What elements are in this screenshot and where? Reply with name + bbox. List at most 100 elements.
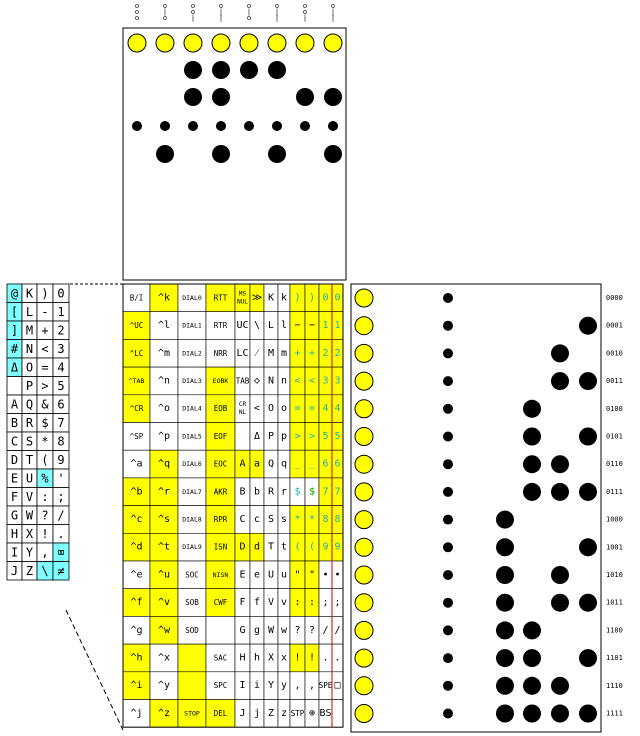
- code-table-label: SOC: [185, 570, 199, 579]
- side-table-char: Y: [26, 545, 34, 559]
- code-table-cell: [149, 560, 179, 590]
- code-table-cell: [149, 588, 179, 617]
- side-table-char: 9: [57, 453, 64, 467]
- code-table-label: ⊕: [309, 708, 315, 719]
- code-table-label: ^UC: [130, 321, 144, 330]
- code-table-label: DIAL0: [182, 294, 202, 302]
- code-table-label: ): [294, 292, 300, 303]
- sprocket-hole: [443, 293, 453, 303]
- punch-hole: [579, 538, 597, 557]
- punch-hole: [579, 316, 597, 335]
- side-table-char: <: [41, 342, 48, 356]
- code-table-label: P: [268, 431, 274, 442]
- code-table-cell: [205, 532, 236, 562]
- code-table-label: ^CR: [130, 404, 144, 413]
- code-table-cell: [122, 449, 151, 479]
- column-code-mark: o: [219, 2, 223, 10]
- code-table-cell: [122, 477, 151, 506]
- punch-hole: [551, 676, 569, 695]
- code-table-label: ^r: [158, 486, 170, 497]
- code-table-label: O: [268, 403, 274, 414]
- code-table-label: 0: [334, 292, 340, 303]
- code-table-label: ^w: [158, 625, 171, 636]
- side-table-char: 0: [57, 286, 64, 300]
- code-table-label: >: [309, 431, 315, 442]
- code-table-cell: [205, 560, 236, 590]
- code-table-label: ": [294, 569, 300, 580]
- punch-hole: [579, 704, 597, 723]
- code-table-cell: [177, 422, 207, 451]
- side-table-char: T: [26, 453, 33, 467]
- code-table-label: UC: [236, 320, 248, 331]
- code-table-label: ^p: [158, 431, 170, 442]
- code-table-label: ^g: [130, 625, 142, 636]
- code-table-label: g: [254, 625, 260, 636]
- punch-hole: [212, 145, 230, 163]
- side-table-char: 5: [57, 379, 64, 393]
- side-table-char: Δ: [11, 360, 19, 374]
- code-table-label: _: [309, 459, 316, 470]
- side-table-char: O: [26, 360, 33, 374]
- sprocket-hole: [132, 121, 142, 131]
- code-table-label: I: [239, 680, 245, 691]
- code-table-label: 0: [322, 292, 328, 303]
- code-table-label: DIAL1: [182, 322, 202, 330]
- punch-hole: [324, 145, 342, 163]
- code-table-label: !: [309, 652, 315, 663]
- code-table-label: ⁄: [254, 348, 260, 359]
- code-table-cell: [205, 422, 236, 451]
- side-table-char: :: [41, 490, 48, 504]
- code-table-label: N: [268, 375, 274, 386]
- code-table-label: p: [281, 431, 287, 442]
- code-table-label: MS: [239, 290, 247, 297]
- code-table-cell: [177, 477, 207, 506]
- yellow-hole: [354, 565, 374, 585]
- code-table-label: <: [294, 375, 300, 386]
- punch-hole: [212, 88, 230, 106]
- side-table-char: 7: [57, 416, 64, 430]
- code-table-label: 7: [322, 486, 328, 497]
- code-table-label: A: [239, 459, 245, 470]
- code-table-cell: [149, 671, 179, 700]
- guide-line-bottom: [65, 609, 124, 731]
- sprocket-hole: [160, 121, 170, 131]
- code-table-label: W: [268, 625, 275, 636]
- bit-code-label: 1100: [606, 626, 623, 634]
- side-table-char: F: [11, 490, 18, 504]
- code-table-cell: [205, 505, 236, 534]
- punch-hole: [268, 61, 286, 79]
- code-table-label: *: [294, 514, 300, 525]
- punch-hole: [496, 538, 514, 557]
- side-table-char: G: [11, 508, 18, 522]
- sprocket-hole: [244, 121, 254, 131]
- side-table-char: W: [26, 508, 34, 522]
- code-table-label: w: [281, 625, 288, 636]
- code-table-label: =: [294, 403, 300, 414]
- sprocket-hole: [443, 459, 453, 470]
- yellow-hole: [354, 288, 374, 308]
- side-table-char: J: [11, 564, 18, 578]
- column-code-mark: |: [275, 14, 279, 22]
- code-table-label: DEL: [214, 709, 228, 718]
- sprocket-hole: [300, 121, 310, 131]
- side-table-char: ?: [41, 508, 48, 522]
- code-table-cell: [177, 339, 207, 368]
- code-table-label: ": [309, 569, 315, 580]
- code-table-label: Z: [268, 708, 274, 719]
- yellow-hole: [211, 33, 231, 53]
- punch-hole: [523, 455, 541, 474]
- bit-code-label: 0011: [606, 377, 623, 385]
- bit-code-label: 0111: [606, 488, 623, 496]
- yellow-hole: [354, 399, 374, 419]
- sprocket-hole: [443, 708, 453, 719]
- side-table-char: R: [26, 416, 34, 430]
- code-table-cell: [205, 616, 236, 645]
- code-table-label: $: [309, 486, 315, 497]
- side-table-char: H: [11, 527, 18, 541]
- column-code-mark: |: [247, 8, 251, 16]
- code-table-label: −: [294, 320, 300, 331]
- code-table-label: Y: [268, 680, 274, 691]
- code-table-label: SPC: [214, 681, 228, 690]
- yellow-hole: [354, 343, 374, 363]
- side-table-cell: [6, 376, 23, 396]
